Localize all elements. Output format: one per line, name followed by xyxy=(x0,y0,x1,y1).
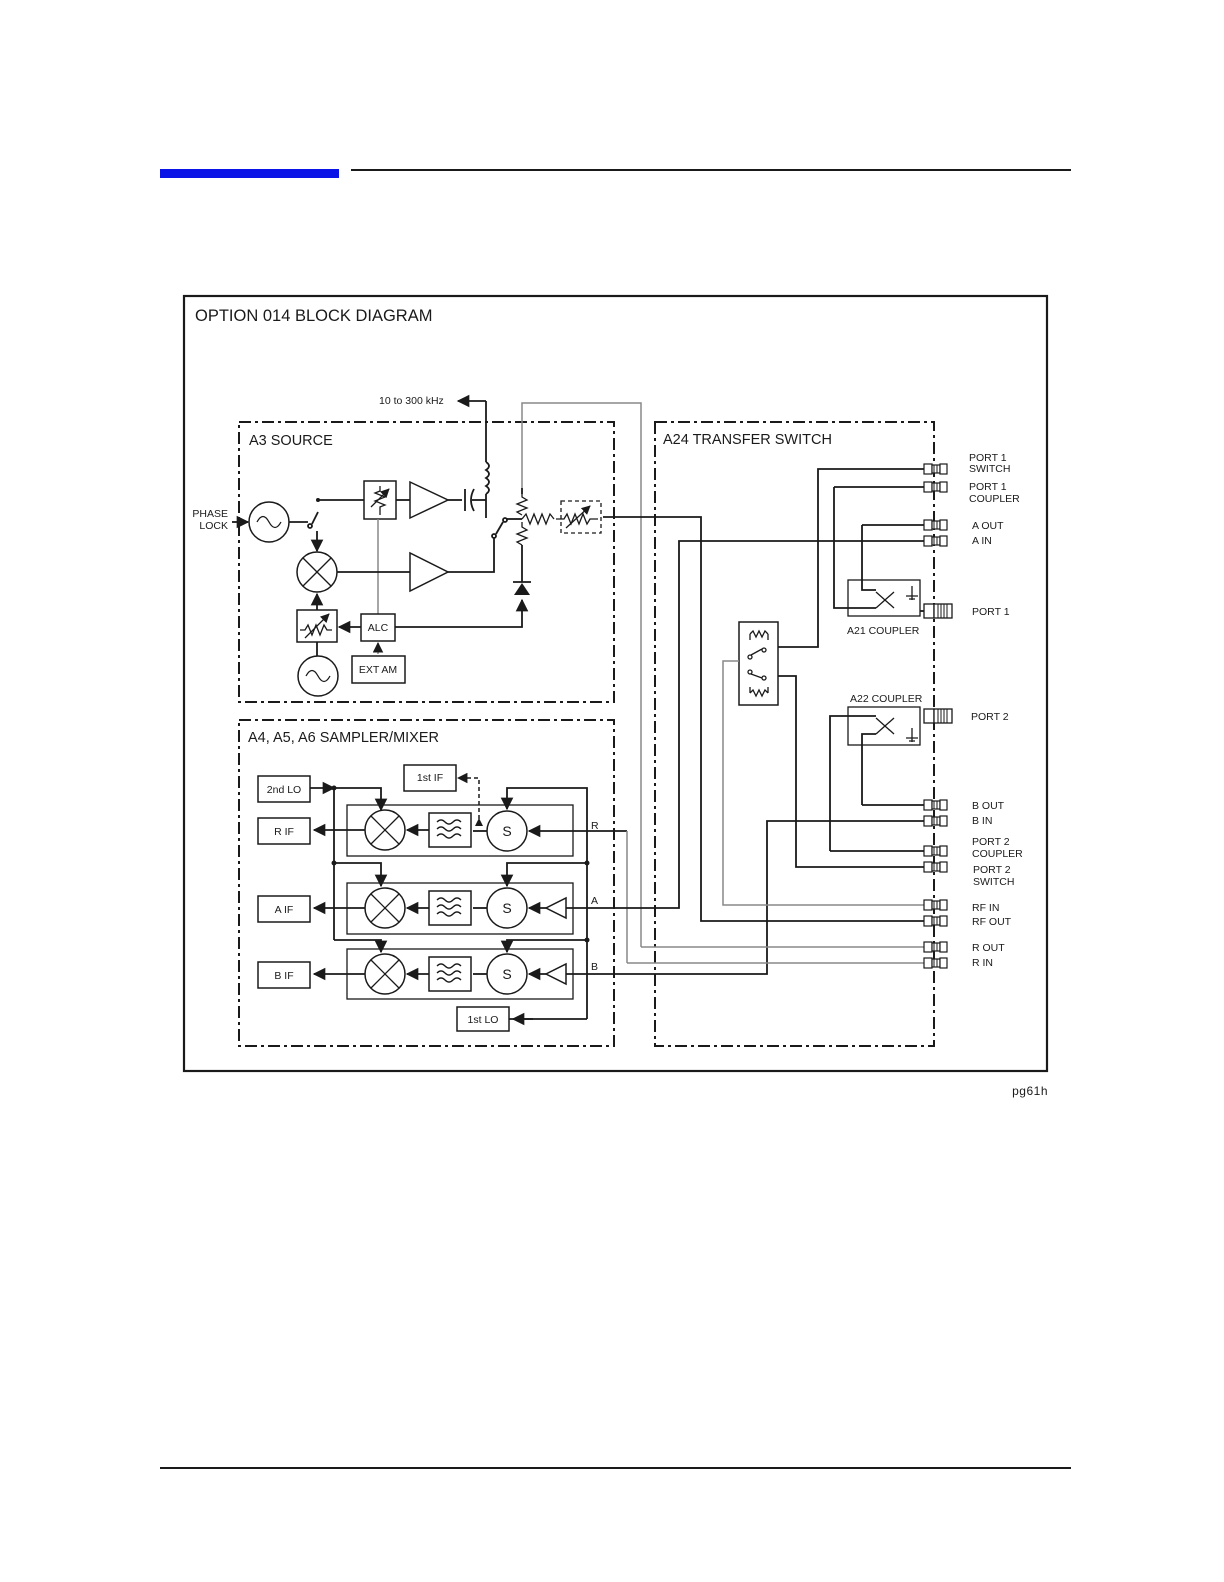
sampler-section-label: A4, A5, A6 SAMPLER/MIXER xyxy=(248,730,439,746)
transfer-switch-icon xyxy=(738,621,779,706)
port1-switch-label-1: PORT 1 xyxy=(969,452,1007,464)
amplifier-icon xyxy=(409,480,450,520)
buffer-amp-icon xyxy=(544,962,567,986)
alc-label: ALC xyxy=(368,622,389,634)
buffer-amp-icon xyxy=(544,896,567,920)
amplifier-icon xyxy=(409,551,450,593)
a-if-box xyxy=(257,895,311,923)
sampler-section xyxy=(238,719,615,1047)
first-if-label: 1st IF xyxy=(417,772,443,784)
variable-attenuator-icon xyxy=(296,609,338,643)
header-rule xyxy=(351,169,1071,171)
a-in-label: A IN xyxy=(972,535,992,547)
second-lo-label: 2nd LO xyxy=(267,784,301,796)
transfer-switch-section-label: A24 TRANSFER SWITCH xyxy=(663,432,832,448)
filter-icon xyxy=(428,956,472,992)
port2-switch-label-1: PORT 2 xyxy=(973,864,1011,876)
sampler-icon: S xyxy=(486,810,528,852)
sampler-icon: S xyxy=(486,953,528,995)
first-if-box xyxy=(403,764,457,792)
b-in-label: B IN xyxy=(972,815,992,827)
a22-coupler xyxy=(847,706,921,746)
rf-in-label: RF IN xyxy=(972,902,999,914)
a-if-label: A IF xyxy=(275,904,294,916)
port2-coupler-label-2: COUPLER xyxy=(972,848,1023,860)
mixer-icon xyxy=(364,809,406,851)
rf-out-label: RF OUT xyxy=(972,916,1012,928)
port1-coupler-label-2: COUPLER xyxy=(969,493,1020,505)
source-section-label: A3 SOURCE xyxy=(249,433,333,449)
a21-coupler xyxy=(847,579,921,617)
b-if-box xyxy=(257,961,311,989)
step-attenuator-icon xyxy=(556,500,602,534)
port2-switch-label-2: SWITCH xyxy=(973,876,1014,888)
channel-a-label: A xyxy=(591,895,598,907)
phase-lock-label-1: PHASE xyxy=(192,508,228,520)
port1-switch-label-2: SWITCH xyxy=(969,463,1010,475)
resistor-symbol xyxy=(521,512,555,526)
mixer-icon xyxy=(296,551,338,593)
mixer-icon xyxy=(364,887,406,929)
r-if-box xyxy=(257,817,311,845)
channel-b-label: B xyxy=(591,961,598,973)
transfer-switch-section xyxy=(654,421,935,1047)
first-lo-box xyxy=(456,1006,510,1032)
port2-coupler-label-1: PORT 2 xyxy=(972,836,1010,848)
filter-icon xyxy=(428,890,472,926)
port1-coupler-label-1: PORT 1 xyxy=(969,481,1007,493)
footer-rule xyxy=(160,1467,1071,1469)
second-lo-box xyxy=(257,775,311,803)
filter-icon xyxy=(428,812,472,848)
a21-coupler-label: A21 COUPLER xyxy=(847,625,920,637)
phase-lock-label-2: LOCK xyxy=(199,520,228,532)
svg-text:S: S xyxy=(502,966,511,982)
ext-am-label: EXT AM xyxy=(359,664,397,676)
source-section xyxy=(238,421,615,703)
r-in-label: R IN xyxy=(972,957,993,969)
port2-label: PORT 2 xyxy=(971,711,1009,723)
resistor-symbol xyxy=(515,522,529,546)
resistor-symbol xyxy=(515,494,529,516)
oscillator-icon xyxy=(248,501,290,543)
inductor-symbol xyxy=(484,461,490,495)
a-out-label: A OUT xyxy=(972,520,1004,532)
diagram-title: OPTION 014 BLOCK DIAGRAM xyxy=(195,307,432,325)
b-if-label: B IF xyxy=(274,970,293,982)
frequency-label: 10 to 300 kHz xyxy=(379,395,444,407)
header-accent-bar xyxy=(160,169,339,178)
diagram-frame xyxy=(182,294,1049,1073)
oscillator-icon xyxy=(297,655,339,697)
alc-box xyxy=(360,613,396,642)
a22-coupler-label: A22 COUPLER xyxy=(850,693,923,705)
detector-diode-icon xyxy=(513,581,531,595)
svg-text:S: S xyxy=(502,823,511,839)
b-out-label: B OUT xyxy=(972,800,1005,812)
variable-attenuator-icon xyxy=(363,480,397,520)
capacitor-icon xyxy=(464,488,475,512)
ext-am-box xyxy=(351,655,406,684)
channel-r-label: R xyxy=(591,820,599,832)
figure-id: pg61h xyxy=(1012,1084,1048,1098)
svg-text:S: S xyxy=(502,900,511,916)
mixer-icon xyxy=(364,953,406,995)
sampler-icon: S xyxy=(486,887,528,929)
r-if-label: R IF xyxy=(274,826,294,838)
first-lo-label: 1st LO xyxy=(468,1014,499,1026)
port1-label: PORT 1 xyxy=(972,606,1010,618)
r-out-label: R OUT xyxy=(972,942,1005,954)
